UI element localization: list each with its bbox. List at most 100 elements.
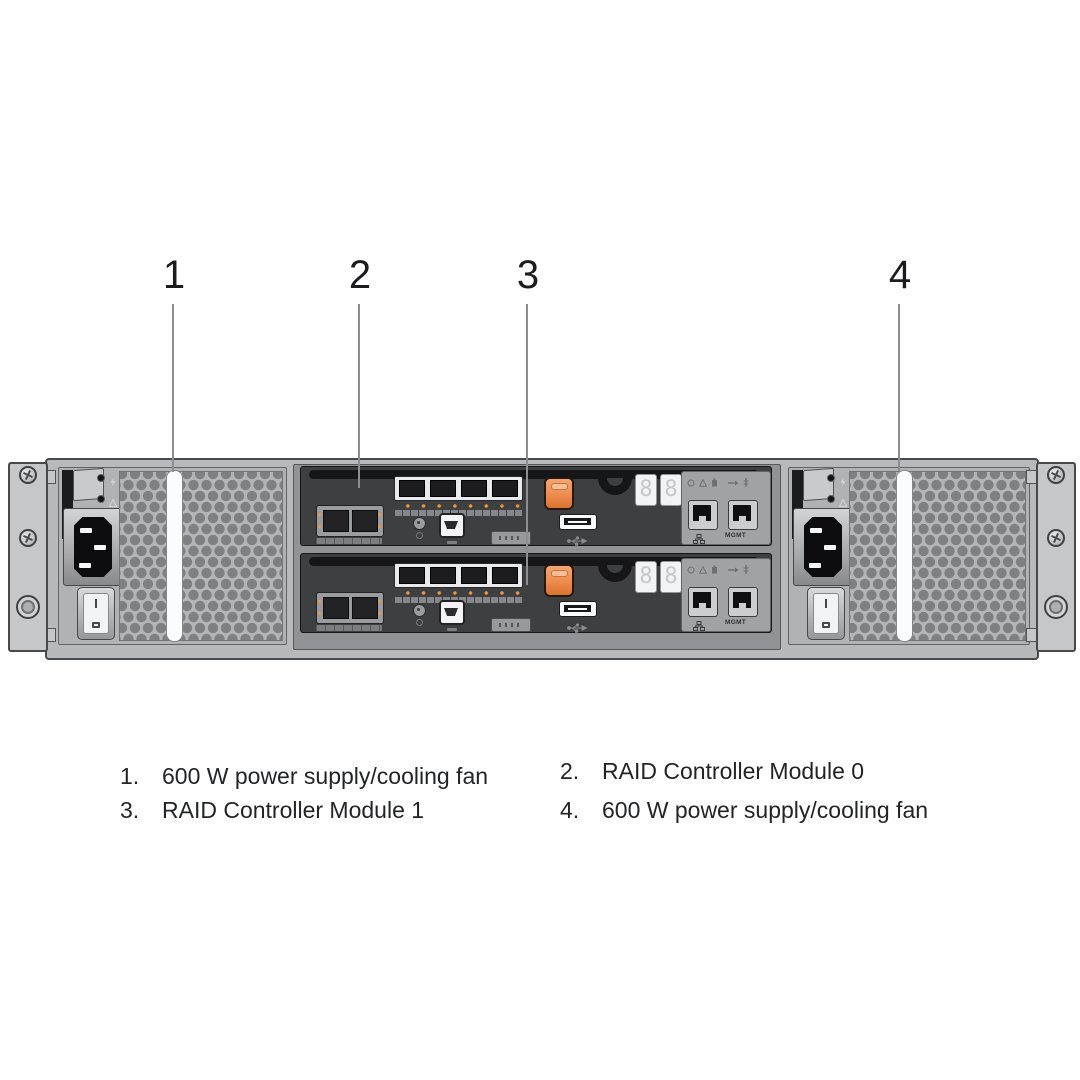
- legend-number: 4.: [560, 797, 580, 823]
- psu-led-fault: [827, 495, 849, 507]
- psu-led-dc: [97, 474, 119, 486]
- power-supply-module: [58, 467, 287, 645]
- sas-port[interactable]: [461, 480, 487, 497]
- led-dot: [827, 474, 835, 482]
- sfp-port[interactable]: [352, 597, 378, 619]
- psu-release-bar: [792, 470, 803, 530]
- legend-number: 1.: [120, 763, 140, 789]
- orange-release-latch[interactable]: [544, 564, 574, 597]
- module-handle-bar[interactable]: [309, 557, 759, 566]
- enclosure-mode-display: 8 8: [635, 474, 682, 506]
- callout-number-2: 2: [348, 253, 372, 297]
- recessed-reset-button[interactable]: [413, 517, 426, 530]
- dc-power-icon: [839, 473, 847, 491]
- status-identify-icon: [743, 478, 749, 487]
- legend-label: 600 W power supply/cooling fan: [162, 763, 489, 789]
- sfp-port[interactable]: [352, 510, 378, 532]
- sas-port[interactable]: [492, 480, 518, 497]
- switch-on-mark: [825, 599, 827, 608]
- mini-usb-icon: [447, 628, 457, 631]
- callout-number-1: 1: [162, 253, 186, 297]
- psu-led-fault: [97, 495, 119, 507]
- usb-port[interactable]: [559, 601, 597, 617]
- switch-off-mark: [92, 622, 100, 628]
- callout-leader-line-3: [526, 304, 528, 585]
- socket-pin: [810, 528, 822, 533]
- usb-icon: [566, 620, 588, 638]
- callout-leader-line-1: [172, 304, 174, 472]
- status-battery-icon: [712, 478, 717, 487]
- port-led: [318, 600, 321, 603]
- seven-segment-digit: 8: [660, 474, 682, 506]
- port-led: [378, 513, 381, 516]
- reset-icon: [416, 532, 423, 539]
- usb-port[interactable]: [559, 514, 597, 530]
- sas-port-block: [394, 563, 523, 588]
- seven-segment-digit: 8: [635, 474, 657, 506]
- sfp-port[interactable]: [323, 597, 349, 619]
- management-ethernet-port[interactable]: [728, 500, 758, 530]
- legend-number: 2.: [560, 758, 580, 784]
- rack-ear-left: [8, 462, 48, 652]
- sas-port[interactable]: [492, 567, 518, 584]
- legend-item: 4. 600 W power supply/cooling fan: [560, 796, 990, 824]
- controller-status-icons: [687, 565, 749, 574]
- sfp-port[interactable]: [323, 510, 349, 532]
- ethernet-port[interactable]: [688, 500, 718, 530]
- module-handle-bar[interactable]: [309, 470, 759, 479]
- psu-pull-handle[interactable]: [896, 470, 913, 642]
- callout-leader-line-2: [358, 304, 360, 488]
- legend-item: 2. RAID Controller Module 0: [560, 757, 990, 785]
- c14-socket: [804, 517, 842, 577]
- recessed-reset-button[interactable]: [413, 604, 426, 617]
- reset-icon: [416, 619, 423, 626]
- sas-port[interactable]: [430, 480, 456, 497]
- psu-led-dc: [827, 474, 849, 486]
- sas-activity-leds: [396, 504, 522, 508]
- figure-legend: 1. 600 W power supply/cooling fan 2. RAI…: [120, 758, 990, 824]
- power-switch[interactable]: [77, 587, 115, 640]
- legend-label: RAID Controller Module 0: [602, 758, 865, 784]
- sas-port[interactable]: [399, 480, 425, 497]
- service-label-badge: [491, 618, 531, 632]
- phillips-screw: [19, 466, 37, 484]
- sas-port[interactable]: [399, 567, 425, 584]
- status-cache-arrow-icon: [728, 567, 739, 572]
- enclosure-mode-display: 8 8: [635, 561, 682, 593]
- port-led: [318, 525, 321, 528]
- sas-port[interactable]: [461, 567, 487, 584]
- thumbscrew[interactable]: [1044, 595, 1068, 619]
- mgmt-port-label: MGMT: [725, 619, 747, 626]
- management-port-panel: MGMT: [681, 471, 771, 545]
- socket-pin: [80, 528, 92, 533]
- sas-port[interactable]: [430, 567, 456, 584]
- socket-pin: [94, 545, 106, 550]
- status-fault-icon: [699, 565, 707, 574]
- controller-slot-1: 8 8: [300, 553, 772, 633]
- legend-label: RAID Controller Module 1: [162, 797, 425, 823]
- thumbscrew[interactable]: [16, 595, 40, 619]
- dc-power-icon: [109, 473, 117, 491]
- mini-usb-icon: [447, 541, 457, 544]
- warning-triangle-icon: [838, 494, 848, 512]
- power-switch[interactable]: [807, 587, 845, 640]
- handle-grip-notch: [598, 565, 632, 582]
- controller-bay: 8 8: [293, 464, 781, 650]
- ethernet-port[interactable]: [688, 587, 718, 617]
- power-switch-rocker[interactable]: [83, 593, 109, 634]
- port-label-strip: [316, 538, 382, 544]
- status-fault-icon: [699, 478, 707, 487]
- orange-release-latch[interactable]: [544, 477, 574, 510]
- legend-item: 1. 600 W power supply/cooling fan: [120, 762, 560, 790]
- port-label-strip: [316, 625, 382, 631]
- raid-controller-module: 8 8: [300, 553, 772, 633]
- power-switch-rocker[interactable]: [813, 593, 839, 634]
- callout-number-3: 3: [516, 253, 540, 297]
- ac-power-inlet: [793, 508, 853, 586]
- mini-usb-port[interactable]: [439, 513, 465, 538]
- management-ethernet-port[interactable]: [728, 587, 758, 617]
- led-dot: [97, 495, 105, 503]
- mini-usb-port[interactable]: [439, 600, 465, 625]
- port-led: [378, 600, 381, 603]
- psu-pull-handle[interactable]: [166, 470, 183, 642]
